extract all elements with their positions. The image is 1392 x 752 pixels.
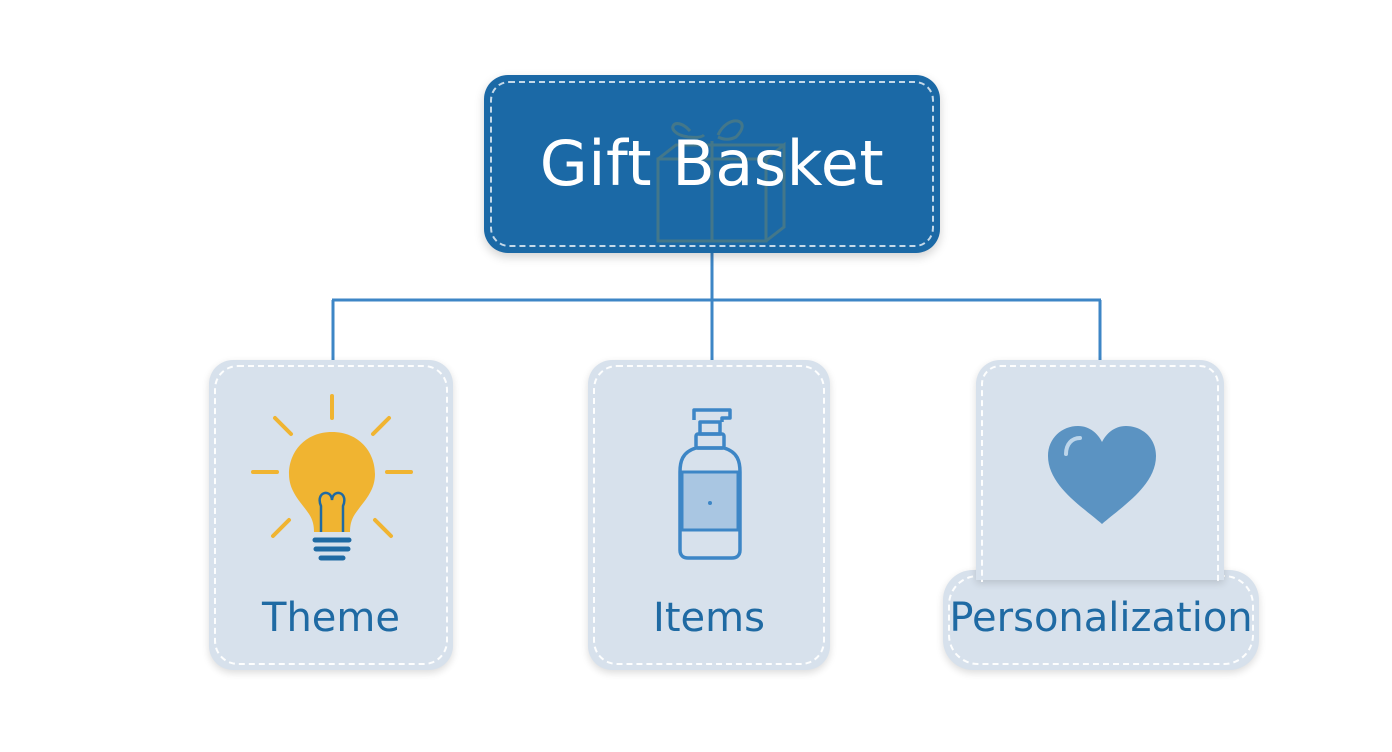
gift-box-icon xyxy=(632,101,792,255)
lightbulb-icon xyxy=(249,388,415,567)
root-node: Gift Basket xyxy=(484,75,940,253)
personalization-card-base: Personalization xyxy=(943,570,1259,670)
heart-icon xyxy=(1044,424,1160,532)
items-card: Items xyxy=(588,360,830,670)
theme-card: Theme xyxy=(209,360,453,670)
root-title: Gift Basket xyxy=(539,127,885,200)
theme-label: Theme xyxy=(262,595,400,641)
personalization-label: Personalization xyxy=(949,595,1253,641)
personalization-card xyxy=(976,360,1224,582)
items-label: Items xyxy=(653,595,765,641)
pump-bottle-icon xyxy=(672,406,748,566)
